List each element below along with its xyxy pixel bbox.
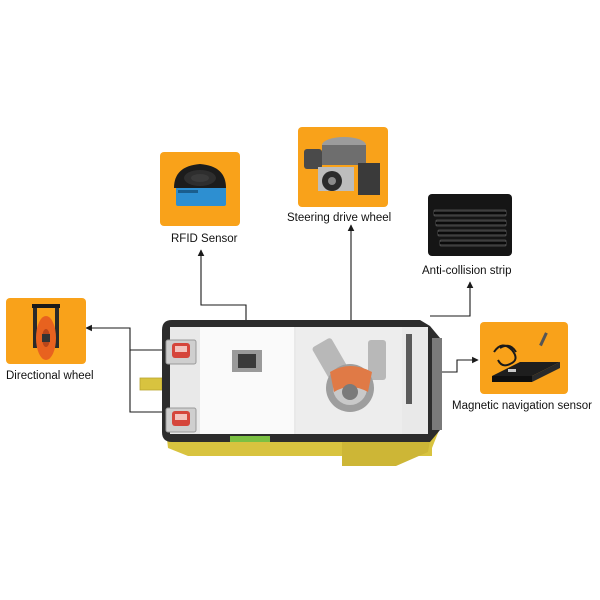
caster-wheel-icon bbox=[32, 304, 60, 360]
rfid-reader-icon bbox=[174, 164, 226, 206]
directional-wheel-label: Directional wheel bbox=[6, 370, 94, 382]
magnetic-navigation-sensor-image bbox=[480, 322, 568, 394]
bumper-strip-icon bbox=[433, 209, 507, 247]
rfid-sensor-label: RFID Sensor bbox=[171, 233, 238, 245]
connector-anti-collision-strip bbox=[430, 281, 474, 317]
steering-drive-wheel-image bbox=[298, 127, 388, 207]
rfid-sensor-image bbox=[160, 152, 240, 226]
steering-drive-wheel-label: Steering drive wheel bbox=[287, 212, 392, 224]
chassis-drive-wheel bbox=[312, 338, 386, 412]
chassis-caster-top bbox=[165, 339, 197, 365]
anti-collision-strip-image bbox=[428, 194, 512, 256]
chassis-caster-bottom bbox=[165, 407, 197, 433]
magnetic-navigation-sensor-label: Magnetic navigation sensor bbox=[452, 400, 592, 412]
connector-directional-wheel bbox=[85, 324, 168, 351]
connector-directional-wheel-lower bbox=[129, 350, 168, 413]
anti-collision-strip-label: Anti-collision strip bbox=[422, 265, 512, 277]
directional-wheel-image bbox=[6, 298, 86, 364]
magnetic-sensor-icon bbox=[492, 332, 560, 382]
drive-wheel-icon bbox=[304, 137, 380, 195]
